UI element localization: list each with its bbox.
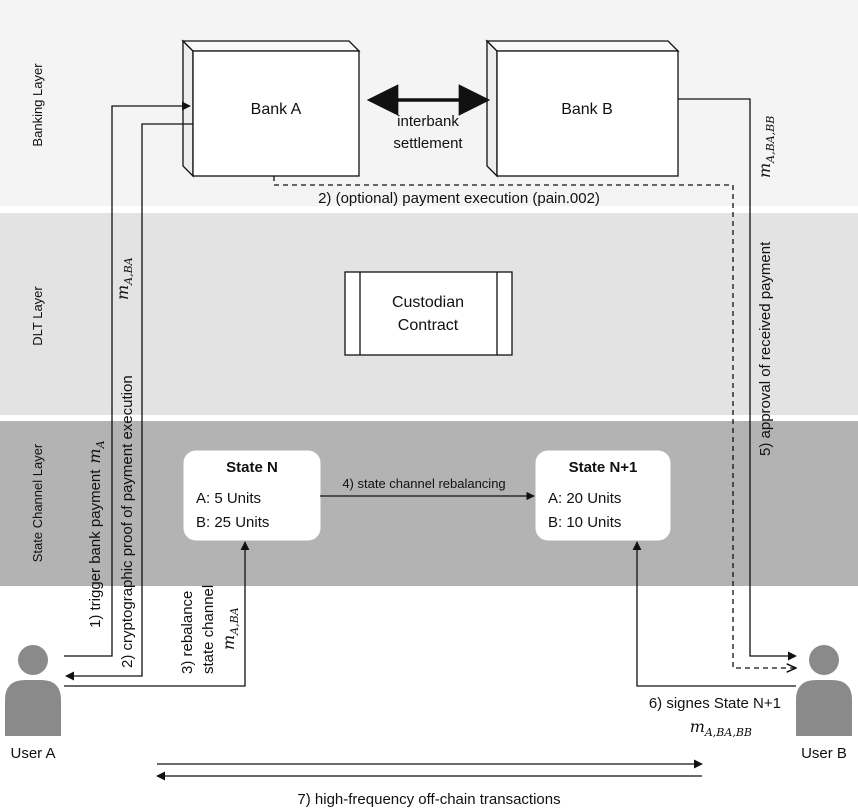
signs-label: 6) signes State N+1 [649, 695, 781, 712]
custodian-label-1: Custodian [392, 294, 464, 311]
banking-layer-label: Banking Layer [30, 63, 45, 147]
user-a-icon [5, 645, 61, 736]
rebalance-label: 3) rebalance state channel mA,BA [179, 585, 241, 674]
dlt-layer-label: DLT Layer [30, 286, 45, 346]
state-n-title: State N [226, 459, 278, 476]
svg-text:5) approval of received paymen: 5) approval of received payment [757, 241, 774, 456]
state-n1-title: State N+1 [569, 459, 638, 476]
crypto-proof-arrow [65, 123, 193, 681]
bank-a-label: Bank A [251, 101, 302, 118]
interbank-label-2: settlement [393, 135, 463, 152]
trigger-payment-arrow [64, 101, 191, 657]
banking-layer-bg [0, 0, 858, 206]
state-channel-layer-bg [0, 421, 858, 586]
crypto-proof-label: 2) cryptographic proof of payment execut… [119, 375, 136, 668]
state-n1-a: A: 20 Units [548, 490, 621, 507]
state-n-b: B: 25 Units [196, 514, 269, 531]
svg-text:3) rebalance: 3) rebalance [179, 591, 196, 674]
user-a-label: User A [10, 745, 55, 762]
payment-execution-label: 2) (optional) payment execution (pain.00… [318, 190, 600, 207]
state-n-node: State N A: 5 Units B: 25 Units [183, 450, 321, 541]
state-n-a: A: 5 Units [196, 490, 261, 507]
svg-text:mA,BA: mA,BA [219, 607, 241, 650]
svg-text:mA,BA,BB: mA,BA,BB [755, 116, 777, 178]
high-frequency-label: 7) high-frequency off-chain transactions [297, 791, 560, 808]
payment-execution-dashed-line [273, 176, 796, 668]
custodian-contract-node: Custodian Contract [344, 271, 513, 356]
state-n1-b: B: 10 Units [548, 514, 621, 531]
approval-arrow [678, 98, 797, 661]
svg-text:1) trigger bank paymentmA: 1) trigger bank paymentmA [85, 440, 107, 628]
sc-rebalancing-label: 4) state channel rebalancing [342, 476, 505, 491]
state-channel-layer-label: State Channel Layer [30, 443, 45, 562]
svg-text:2) cryptographic proof of paym: 2) cryptographic proof of payment execut… [119, 375, 136, 668]
user-b-label: User B [801, 745, 847, 762]
signs-arrow [632, 541, 796, 687]
approval-math: mA,BA,BB [755, 116, 777, 178]
custodian-label-2: Contract [398, 317, 459, 334]
rebalance-arrow [64, 541, 250, 687]
user-b-icon [796, 645, 852, 736]
state-n1-node: State N+1 A: 20 Units B: 10 Units [535, 450, 671, 541]
bank-a-node: Bank A [181, 39, 361, 178]
crypto-proof-math: mA,BA [113, 257, 135, 300]
trigger-payment-label: 1) trigger bank paymentmA [85, 440, 107, 628]
interbank-label-1: interbank [397, 113, 459, 130]
bank-b-label: Bank B [561, 101, 613, 118]
svg-text:state channel: state channel [200, 585, 217, 674]
svg-text:mA,BA: mA,BA [113, 257, 135, 300]
approval-label: 5) approval of received payment [757, 241, 774, 456]
bank-b-node: Bank B [485, 39, 680, 178]
signs-math: mA,BA,BB [690, 717, 752, 739]
